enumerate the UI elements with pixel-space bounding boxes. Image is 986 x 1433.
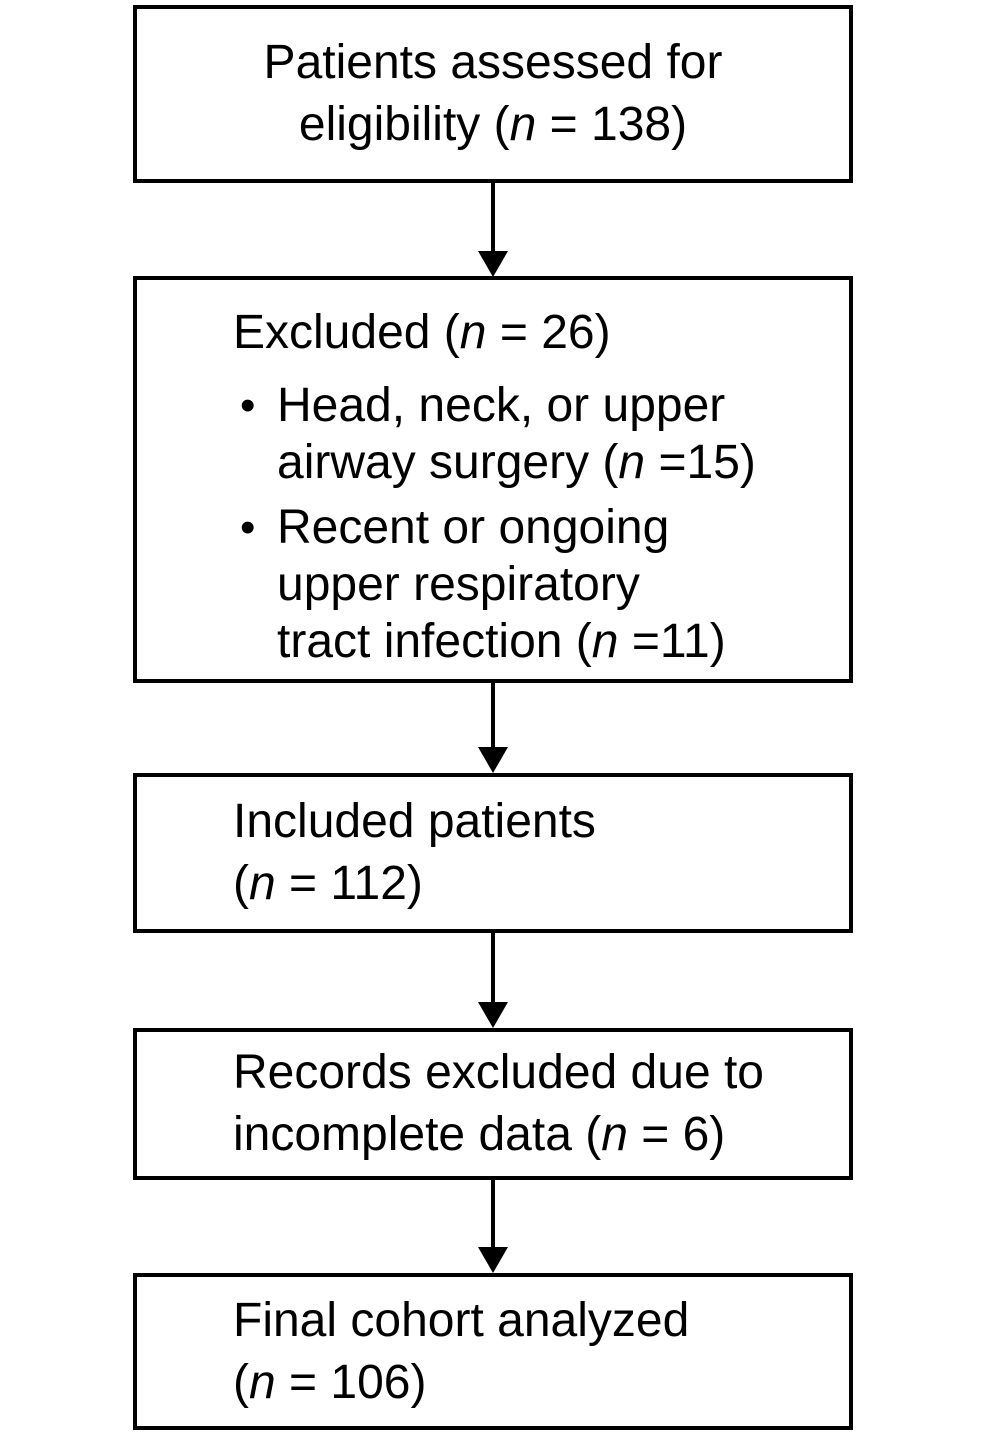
text-line: Final cohort analyzed: [233, 1290, 825, 1352]
text-line: tract infection (n =11): [277, 613, 726, 670]
n-variable: n: [591, 615, 619, 668]
arrow-down-icon: [478, 251, 508, 277]
text-line: airway surgery (n =15): [277, 434, 756, 491]
text-line: Head, neck, or upper: [277, 377, 756, 434]
line-text: upper respiratory: [277, 558, 640, 611]
text-line: Patients assessed for: [137, 32, 849, 94]
line-text: Final cohort analyzed: [233, 1293, 690, 1347]
line-text: = 112): [275, 857, 423, 910]
arrow-line: [491, 683, 495, 747]
arrow-down-icon: [478, 1247, 508, 1273]
text-line: upper respiratory: [277, 556, 726, 613]
line-text: tract infection (: [277, 615, 592, 668]
line-text: Included patients: [233, 795, 596, 848]
list-item: • Recent or ongoing upper respiratory tr…: [240, 499, 825, 670]
line-text: = 106): [275, 1355, 427, 1409]
line-text: (: [233, 857, 249, 910]
bullet-icon: •: [240, 503, 256, 552]
arrow-line: [491, 933, 495, 1002]
box-records-excluded: Records excluded due to incomplete data …: [133, 1028, 853, 1180]
box-final-cohort: Final cohort analyzed (n = 106): [133, 1273, 853, 1430]
arrow-line: [491, 183, 495, 251]
text-line: Included patients: [233, 791, 825, 853]
list-item: • Head, neck, or upper airway surgery (n…: [240, 377, 825, 491]
line-text: incomplete data (: [233, 1108, 602, 1161]
box-patients-assessed: Patients assessed for eligibility (n = 1…: [133, 5, 853, 183]
line-text: = 138): [536, 98, 688, 151]
n-variable: n: [601, 1108, 628, 1161]
text-line: eligibility (n = 138): [137, 94, 849, 156]
arrow-line: [491, 1180, 495, 1247]
line-text: (: [233, 1355, 249, 1409]
box-included-patients: Included patients (n = 112): [133, 773, 853, 933]
bullet-text: Head, neck, or upper airway surgery (n =…: [277, 377, 756, 491]
line-text: Recent or ongoing: [277, 501, 670, 554]
n-variable: n: [618, 436, 646, 489]
line-text: eligibility (: [298, 98, 510, 151]
text-line: incomplete data (n = 6): [233, 1104, 825, 1166]
line-text: =11): [618, 615, 726, 668]
bullet-icon: •: [240, 381, 256, 430]
n-variable: n: [459, 306, 487, 359]
n-variable: n: [509, 98, 537, 151]
text-line: Recent or ongoing: [277, 499, 726, 556]
line-text: Patients assessed for: [263, 36, 723, 89]
text-line: (n = 112): [233, 853, 825, 915]
line-text: airway surgery (: [277, 436, 619, 489]
box-excluded: Excluded (n = 26) • Head, neck, or upper…: [133, 276, 853, 683]
arrow-down-icon: [478, 747, 508, 773]
n-variable: n: [248, 1355, 276, 1409]
line-text: =15): [645, 436, 756, 489]
line-text: Head, neck, or upper: [277, 379, 726, 432]
line-text: Records excluded due to: [233, 1046, 764, 1099]
line-text: = 26): [486, 306, 611, 359]
bullet-text: Recent or ongoing upper respiratory trac…: [277, 499, 726, 670]
text-line: Excluded (n = 26): [233, 302, 825, 364]
arrow-down-icon: [478, 1002, 508, 1028]
exclusion-reasons-list: • Head, neck, or upper airway surgery (n…: [233, 377, 825, 670]
text-line: (n = 106): [233, 1352, 825, 1414]
line-text: Excluded (: [233, 306, 460, 359]
n-variable: n: [248, 857, 276, 910]
line-text: = 6): [627, 1108, 726, 1161]
text-line: Records excluded due to: [233, 1042, 825, 1104]
